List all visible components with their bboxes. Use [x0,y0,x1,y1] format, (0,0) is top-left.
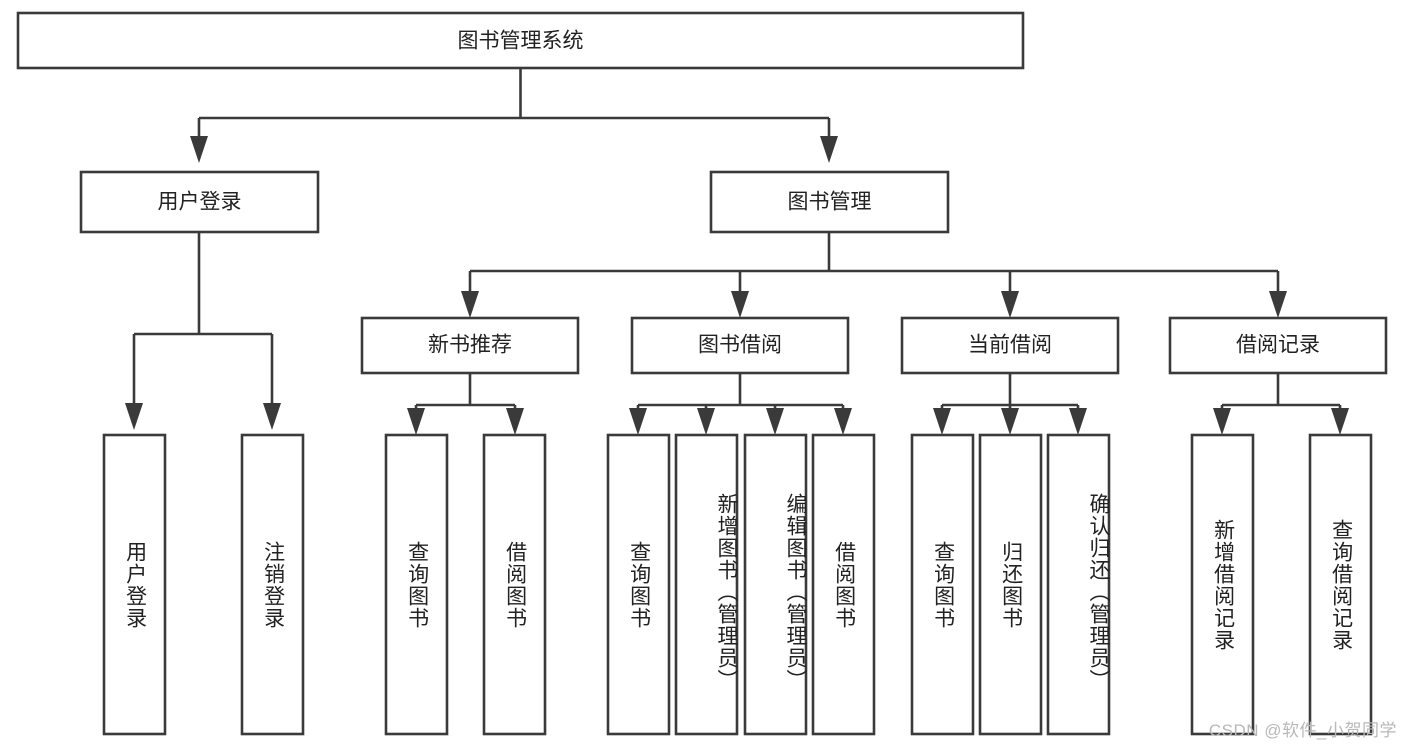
arrow-head-icon [407,408,425,435]
node-book-management[interactable]: 图书管理 [709,170,950,234]
arrow-head-icon [1269,291,1287,318]
node-root-label: 图书管理系统 [458,30,584,53]
watermark-text: CSDN @软件_小贺同学 [1208,721,1397,740]
node-root[interactable]: 图书管理系统 [16,11,1025,70]
node-borrow-record[interactable]: 借阅记录 [1168,316,1388,375]
node-user-login-label: 用户登录 [158,191,242,214]
connector-new-book-to-leaves [407,373,524,435]
arrow-head-icon [1213,408,1231,435]
node-user-login-box[interactable] [79,170,320,234]
leaf-box-edit-book-admin[interactable] [743,433,808,736]
arrow-head-icon [697,408,715,435]
connector-book-management-to-level3 [461,232,1287,318]
node-book-borrow-label: 图书借阅 [698,334,782,357]
arrow-head-icon [263,403,281,430]
node-new-book-recommend-box[interactable] [360,316,580,375]
leaf-box-query-book-cb[interactable] [910,433,975,736]
arrow-head-icon [1331,408,1349,435]
leaf-box-return-book[interactable] [978,433,1043,736]
leaf-box-confirm-return-admin[interactable] [1046,433,1111,736]
leaf-box-user-login[interactable] [102,433,167,736]
leaf-box-query-borrow-record[interactable] [1308,433,1373,736]
arrow-head-icon [461,291,479,318]
node-current-borrow-label: 当前借阅 [968,334,1052,357]
arrow-head-icon [190,136,208,163]
node-borrow-record-label: 借阅记录 [1236,334,1320,357]
node-current-borrow[interactable]: 当前借阅 [900,316,1120,375]
leaf-box-query-book-bb[interactable] [606,433,671,736]
arrow-head-icon [1001,408,1019,435]
leaf-box-logout[interactable] [240,433,305,736]
arrow-head-icon [629,408,647,435]
node-new-book-recommend-label: 新书推荐 [428,334,512,357]
connector-user-login-to-leaves [125,232,281,430]
connector-root-to-level2 [190,68,838,163]
connector-current-borrow-to-leaves [933,373,1087,435]
arrow-head-icon [506,408,524,435]
node-new-book-recommend[interactable]: 新书推荐 [360,316,580,375]
arrow-head-icon [820,136,838,163]
arrow-head-icon [731,291,749,318]
arrow-head-icon [125,403,143,430]
leaf-box-borrow-book-bb[interactable] [811,433,876,736]
arrow-head-icon [1069,408,1087,435]
leaf-box-borrow-book-nb[interactable] [482,433,547,736]
leaf-box-add-borrow-record[interactable] [1190,433,1255,736]
arrow-head-icon [766,408,784,435]
leaf-box-query-book-nb[interactable] [384,433,449,736]
node-current-borrow-box[interactable] [900,316,1120,375]
arrow-head-icon [834,408,852,435]
arrow-head-icon [933,408,951,435]
connector-book-borrow-to-leaves [629,373,852,435]
node-book-borrow[interactable]: 图书借阅 [630,316,850,375]
leaf-box-add-book-admin[interactable] [674,433,739,736]
connector-borrow-record-to-leaves [1213,373,1349,435]
node-book-management-label: 图书管理 [788,191,872,214]
node-root-box[interactable] [16,11,1025,70]
node-user-login[interactable]: 用户登录 [79,170,320,234]
arrow-head-icon [1001,291,1019,318]
